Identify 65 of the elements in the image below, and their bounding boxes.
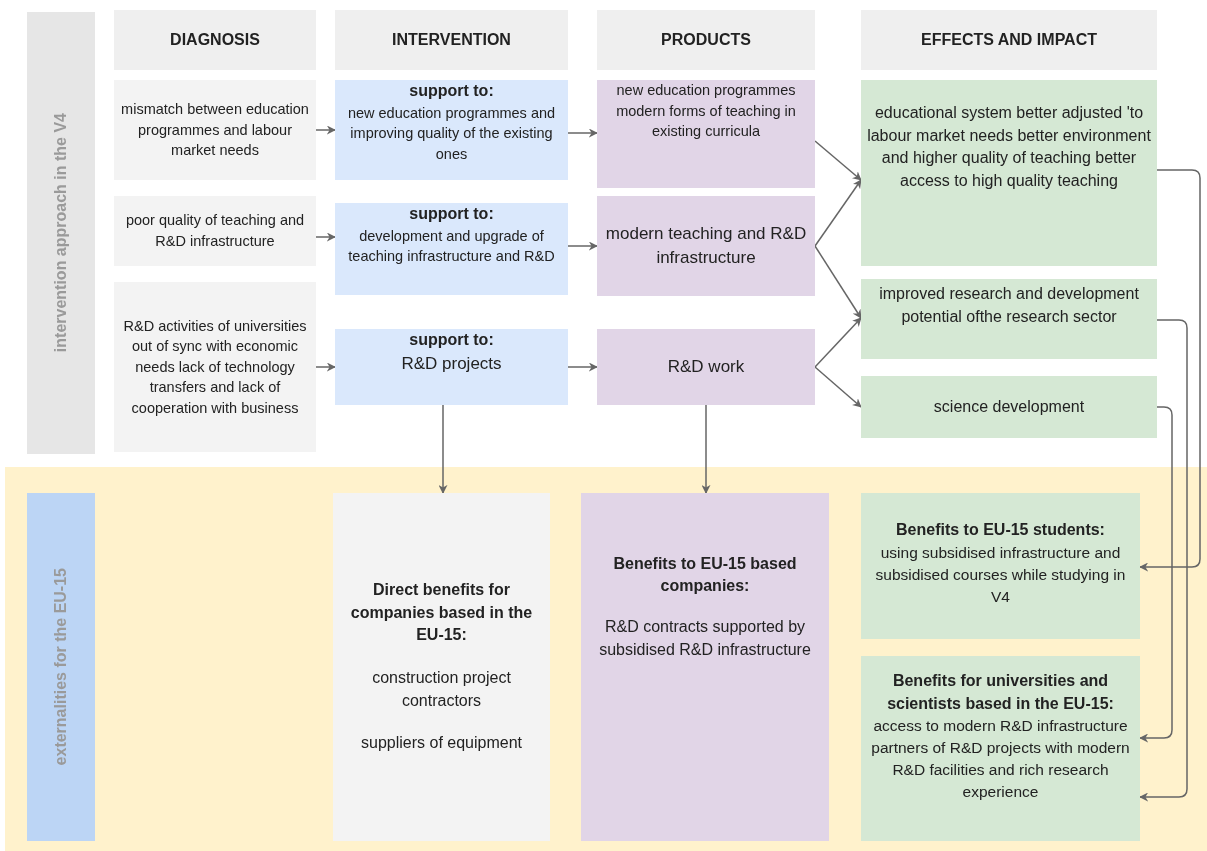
box-text: development and upgrade of teaching infrastructure and R&D [347,226,556,267]
box-text: access to modern R&D infrastructure [873,716,1128,737]
arrow [315,362,336,372]
box-text: science development [933,396,1085,417]
column-title: EFFECTS AND IMPACT [921,29,1097,50]
band-label: externalities for the EU-15 [52,568,70,766]
band-label: intervention approach in the V4 [52,113,70,353]
process-box [597,329,815,405]
arrow [1139,169,1201,572]
arrow [567,241,598,251]
box-text: new education programmes modern forms of teaching in existing curricula [615,81,797,142]
process-box [597,80,815,188]
process-box [861,493,1140,639]
arrow [567,128,598,138]
process-box [335,80,568,180]
process-box [581,493,829,841]
box-text: improved research and development potential ofthe research sector [878,284,1140,327]
arrow [315,125,336,135]
arrow [1139,406,1173,743]
column-title: DIAGNOSIS [170,29,260,50]
box-text: suppliers of equipment [361,733,522,754]
process-box [335,329,568,405]
process-box [861,80,1157,266]
process-box [335,203,568,295]
box-text: using subsidised infrastructure and subsidised courses while studying in V4 [874,542,1127,607]
process-box [861,376,1157,438]
arrow [814,179,862,247]
process-box [861,656,1140,841]
box-text: poor quality of teaching and R&D infrastructure [124,211,306,251]
box-heading: support to: [409,330,494,350]
box-heading: Benefits to EU-15 students: [896,520,1105,540]
arrow [701,404,711,494]
arrow [567,362,598,372]
box-heading: Benefits to EU-15 based companies: [612,553,798,597]
process-box [114,80,316,180]
arrow [438,404,448,494]
column-title: INTERVENTION [392,29,511,50]
arrow [1139,319,1188,802]
box-text: new education programmes and improving quality of the existing ones [346,103,557,164]
arrow [814,366,862,408]
process-box [114,282,316,452]
process-box [597,196,815,296]
box-heading: Benefits for universities and scientists based in the EU-15: [886,671,1115,714]
box-text: R&D contracts supported by subsidised R&D infrastructure [598,617,812,660]
box-text: R&D activities of universities out of sync with economic needs lack of technology transfers and lack of cooperation with business [122,316,308,418]
box-text: R&D projects [401,352,502,375]
section-band [27,12,95,454]
box-text: mismatch between education programmes and labour market needs [120,100,310,161]
column-title: PRODUCTS [661,29,751,50]
box-text: construction project contractors [371,668,512,711]
box-heading: Direct benefits for companies based in the EU-15: [349,579,534,646]
box-text: R&D work [667,355,745,378]
box-text: partners of R&D projects with modern R&D facilities and rich research experience [870,738,1131,803]
process-box [114,196,316,266]
box-heading: support to: [409,81,494,101]
process-box [333,493,550,841]
box-text: modern teaching and R&D infrastructure [604,222,808,269]
section-band [27,493,95,841]
box-heading: support to: [409,204,494,224]
arrow [814,140,862,181]
arrow [814,317,862,368]
box-text: educational system better adjusted 'to labour market needs better environment and higher quality of teaching better access to high quality teaching [867,103,1151,192]
process-box [861,279,1157,359]
arrow [315,232,336,242]
arrow [814,245,862,319]
